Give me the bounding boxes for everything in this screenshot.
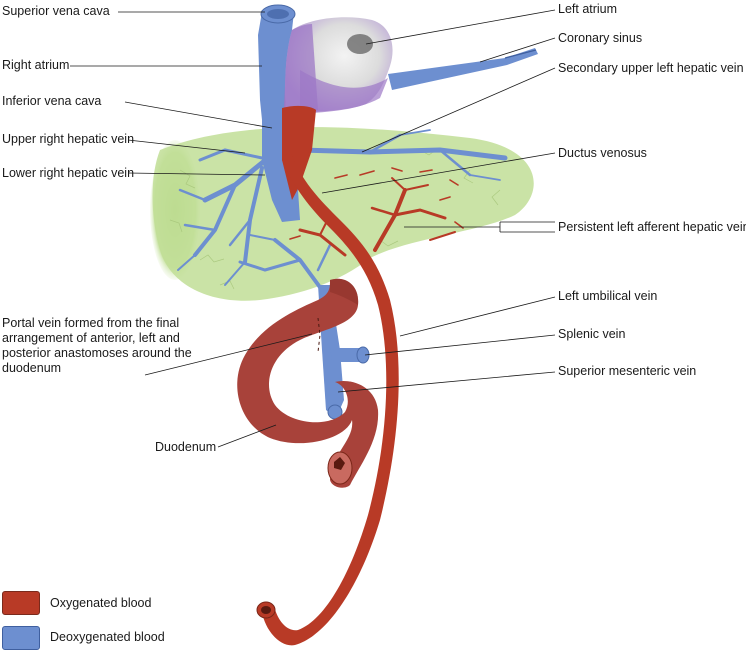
label-superior-mesenteric-vein: Superior mesenteric vein <box>558 364 697 378</box>
leader-lines <box>70 9 556 448</box>
label-inferior-vena-cava: Inferior vena cava <box>2 94 102 108</box>
label-secondary-upper-left-hepatic-vein: Secondary upper left hepatic vein <box>558 61 744 75</box>
liver-region <box>150 127 534 301</box>
label-left-umbilical-vein: Left umbilical vein <box>558 289 658 303</box>
coronary-sinus-vessel <box>388 48 538 90</box>
label-portal-vein: Portal vein formed from the final arrang… <box>2 316 192 375</box>
ductus-venosus-and-umbilical-vein <box>256 150 399 646</box>
label-splenic-vein: Splenic vein <box>558 327 626 341</box>
label-ductus-venosus: Ductus venosus <box>558 146 647 160</box>
legend-label-oxygenated: Oxygenated blood <box>50 596 152 610</box>
label-upper-right-hepatic-vein: Upper right hepatic vein <box>2 132 135 146</box>
label-right-atrium: Right atrium <box>2 58 70 72</box>
left-atrium-shape <box>285 17 393 115</box>
label-superior-vena-cava: Superior vena cava <box>2 4 110 18</box>
deoxygenated-swatch-icon <box>2 626 40 650</box>
duodenum-shape <box>237 278 379 488</box>
label-persistent-left-afferent-hepatic-veins: Persistent left afferent hepatic veins <box>558 220 746 234</box>
legend-label-deoxygenated: Deoxygenated blood <box>50 630 165 644</box>
label-coronary-sinus: Coronary sinus <box>558 31 643 45</box>
hepatic-vein-branches <box>177 129 508 292</box>
afferent-vein-branches <box>289 167 464 257</box>
label-duodenum: Duodenum <box>155 440 217 454</box>
oxygenated-swatch-icon <box>2 591 40 615</box>
label-lower-right-hepatic-vein: Lower right hepatic vein <box>2 166 135 180</box>
label-left-atrium: Left atrium <box>558 2 618 16</box>
